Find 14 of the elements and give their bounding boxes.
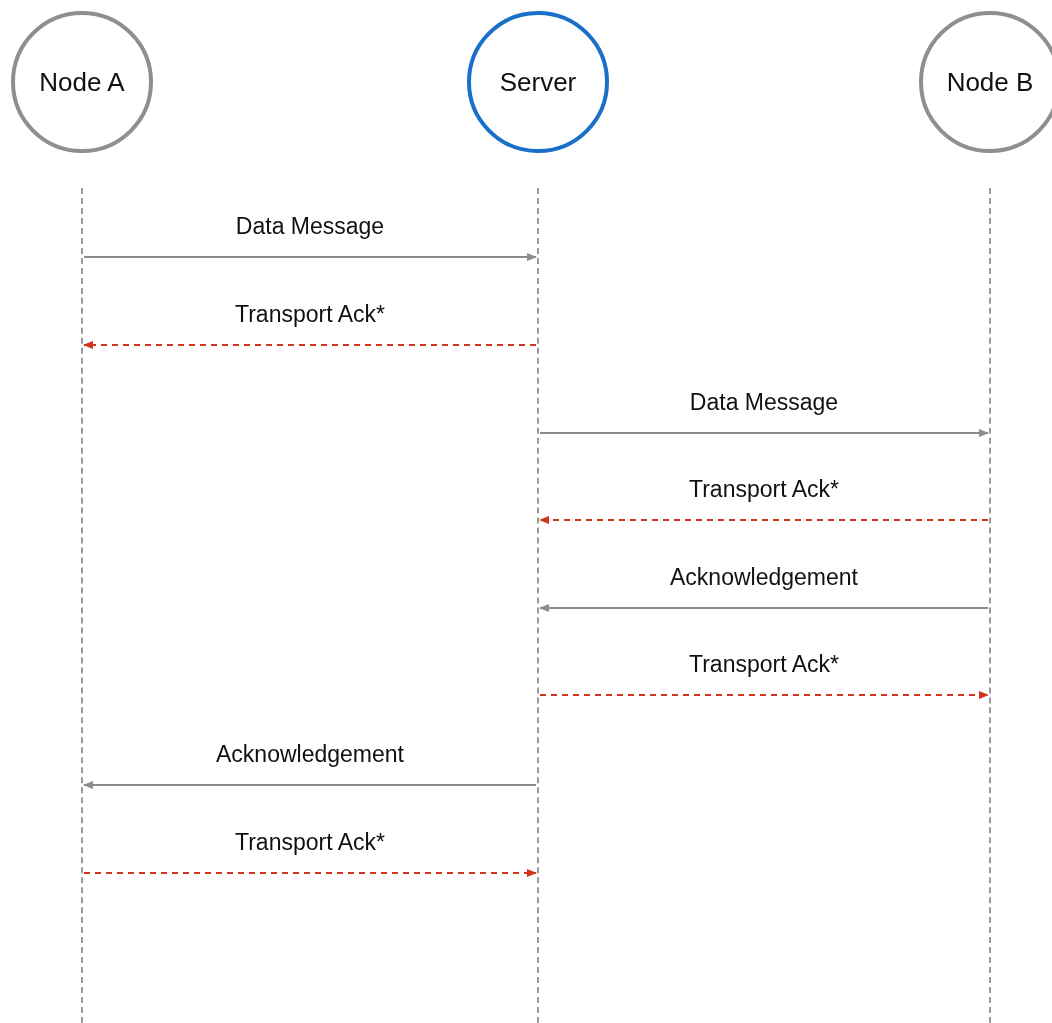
message-arrow (539, 604, 989, 612)
message-arrow (83, 253, 537, 261)
participant-name: Node A (38, 66, 126, 99)
message-arrow (83, 869, 537, 877)
message-arrow (539, 691, 989, 699)
participant-name: Server (498, 66, 578, 99)
lifeline (81, 188, 83, 1023)
message-arrow (539, 516, 989, 524)
lifeline (537, 188, 539, 1023)
message-arrow (539, 429, 989, 437)
lifeline (989, 188, 991, 1023)
message-arrow (83, 341, 537, 349)
message-arrow (83, 781, 537, 789)
participant-name: Node B (945, 66, 1035, 99)
